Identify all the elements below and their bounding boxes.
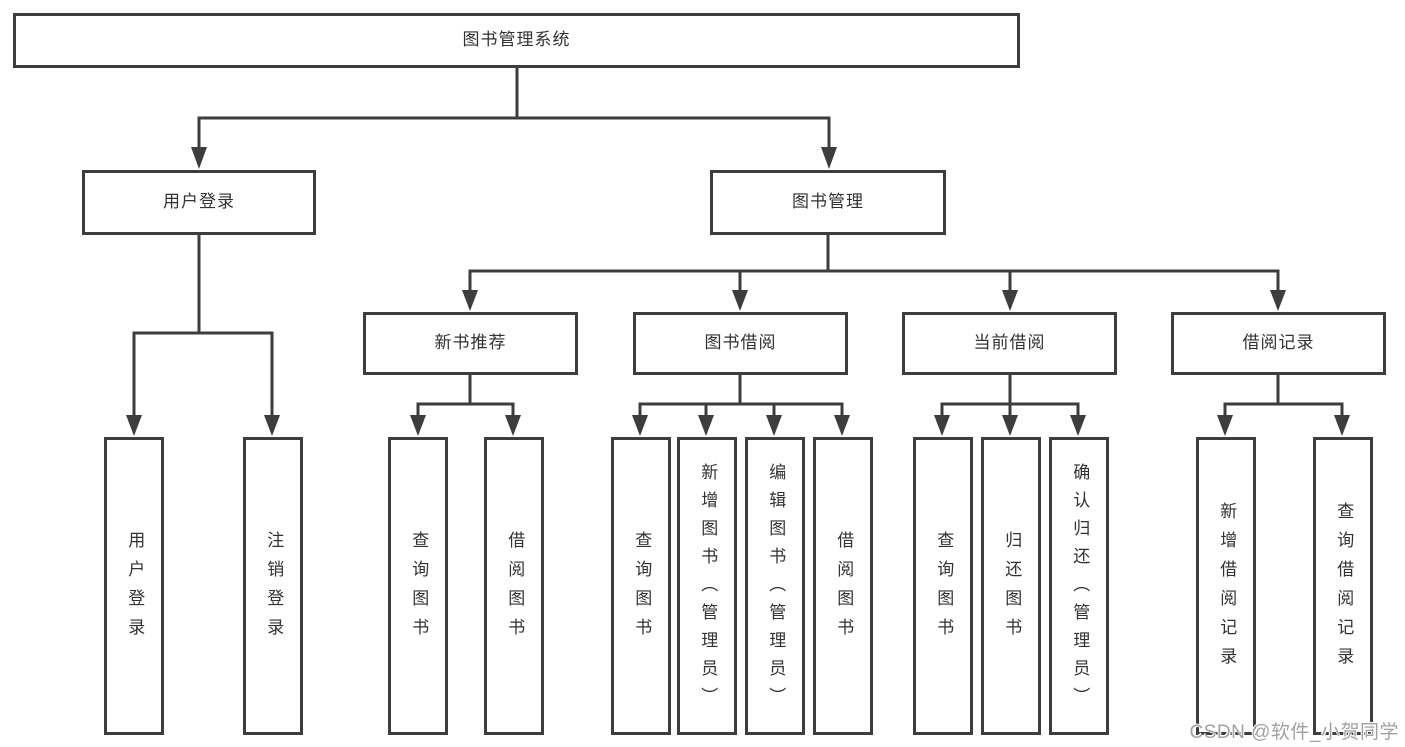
node-leaf-confirm-return-admin: 确认归还（管理员） xyxy=(1049,437,1109,735)
node-leaf-borrow-books: 借阅图书 xyxy=(813,437,873,735)
node-leaf-edit-books-admin: 编辑图书（管理员） xyxy=(745,437,805,735)
node-current-borrowing: 当前借阅 xyxy=(902,312,1117,375)
node-user-login-module: 用户登录 xyxy=(82,170,316,235)
node-leaf-query-books-recommend: 查询图书 xyxy=(388,437,448,735)
node-leaf-borrow-books-recommend: 借阅图书 xyxy=(484,437,544,735)
node-leaf-add-borrow-record: 新增借阅记录 xyxy=(1196,437,1256,735)
node-borrowing-records: 借阅记录 xyxy=(1171,312,1386,375)
node-leaf-query-borrow-record: 查询借阅记录 xyxy=(1313,437,1373,735)
node-leaf-query-books-current: 查询图书 xyxy=(913,437,973,735)
node-leaf-user-login: 用户登录 xyxy=(104,437,164,735)
node-leaf-query-books-borrowing: 查询图书 xyxy=(611,437,671,735)
node-leaf-logout: 注销登录 xyxy=(243,437,303,735)
node-book-borrowing: 图书借阅 xyxy=(633,312,848,375)
node-library-management-system: 图书管理系统 xyxy=(13,13,1020,68)
csdn-watermark: CSDN @软件_小贺同学 xyxy=(1189,722,1399,743)
node-leaf-return-books: 归还图书 xyxy=(981,437,1041,735)
node-leaf-add-books-admin: 新增图书（管理员） xyxy=(677,437,737,735)
node-new-book-recommendation: 新书推荐 xyxy=(363,312,578,375)
node-book-management-module: 图书管理 xyxy=(710,170,946,235)
